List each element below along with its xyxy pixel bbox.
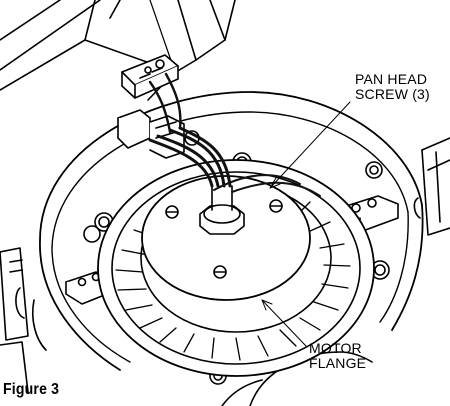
pan-head-screw-line-1: PAN HEAD <box>355 71 428 87</box>
motor-flange-line-2: FLANGE <box>309 355 367 371</box>
motor-top-plate <box>141 175 311 301</box>
pan-head-screw-line-2: SCREW (3) <box>355 86 430 102</box>
conduit-nut <box>199 185 245 235</box>
right-clamp <box>413 137 450 236</box>
top-connector <box>121 54 179 99</box>
wire-bundle <box>148 72 321 197</box>
figure-caption: Figure 3 <box>3 381 60 398</box>
motor-flange-label: MOTOR FLANGE <box>309 341 366 371</box>
upper-bracket <box>0 0 236 101</box>
motor-flange-line-1: MOTOR <box>309 340 362 356</box>
plug-connector <box>117 109 185 159</box>
outer-housing <box>39 91 424 406</box>
left-clamp <box>0 247 47 393</box>
callout-leaders <box>261 101 351 347</box>
pan-head-screw-label: PAN HEAD SCREW (3) <box>355 72 430 102</box>
